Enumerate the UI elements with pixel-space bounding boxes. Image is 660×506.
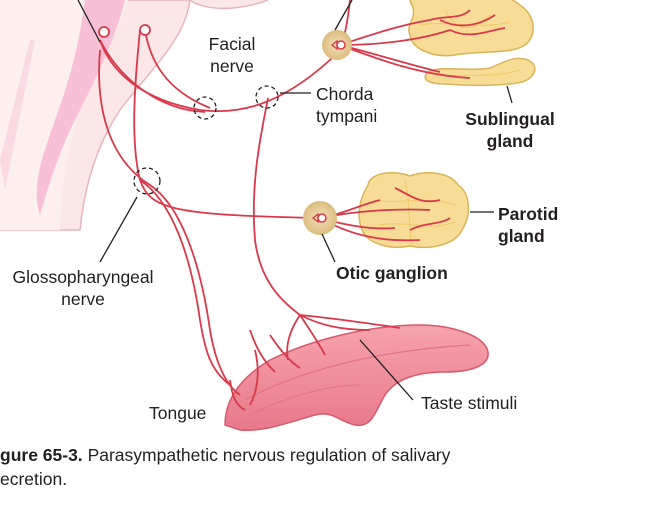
- tongue-shape: [224, 324, 489, 431]
- parotid-gland-label-line1: Parotid: [498, 204, 559, 224]
- sublingual-gland-label-line1: Sublingual: [465, 109, 555, 129]
- parotid-gland-label: Parotid gland: [498, 203, 558, 247]
- caption-text-line2: ecretion.: [0, 469, 68, 489]
- glossopharyngeal-nerve-label: Glossopharyngeal nerve: [0, 266, 166, 310]
- glossopharyngeal-nerve-label-line1: Glossopharyngeal: [12, 267, 154, 287]
- submandibular-gland: [408, 0, 534, 57]
- chorda-tympani-label-line2: tympani: [316, 106, 378, 126]
- otic-ganglion-label: Otic ganglion: [336, 263, 448, 283]
- facial-nerve-marker: [193, 96, 217, 120]
- glossopharyngeal-nerve-label-line2: nerve: [61, 289, 105, 309]
- caption-number: gure 65-3.: [0, 445, 83, 465]
- sublingual-gland-label: Sublingual gland: [457, 108, 563, 152]
- caption-text-line1: Parasympathetic nervous regulation of sa…: [87, 445, 451, 465]
- sublingual-gland: [424, 57, 536, 87]
- brainstem-nuclei: [98, 24, 151, 38]
- nerve-fibers: [98, 0, 506, 411]
- facial-nerve-label-line2: nerve: [210, 56, 254, 76]
- tongue-label: Tongue: [149, 403, 207, 423]
- leader-lines: [77, 0, 513, 401]
- dashed-markers: [133, 85, 279, 195]
- otic-ganglion-dot: [303, 201, 337, 235]
- chorda-tympani-label: Chorda tympani: [316, 83, 377, 127]
- glossopharyngeal-marker: [133, 167, 161, 195]
- parotid-gland-label-line2: gland: [498, 226, 545, 246]
- sublingual-gland-label-line2: gland: [486, 131, 534, 151]
- brainstem: [0, 0, 269, 231]
- chorda-tympani-label-line1: Chorda: [316, 84, 374, 104]
- submandibular-ganglion: [322, 30, 352, 60]
- figure-caption: gure 65-3. Parasympathetic nervous regul…: [0, 443, 572, 491]
- facial-nerve-label-line1: Facial: [208, 34, 256, 54]
- chorda-tympani-marker: [255, 85, 279, 109]
- taste-stimuli-label: Taste stimuli: [421, 393, 518, 413]
- facial-nerve-label: Facial nerve: [205, 33, 259, 77]
- caption-line1: gure 65-3. Parasympathetic nervous regul…: [0, 443, 572, 467]
